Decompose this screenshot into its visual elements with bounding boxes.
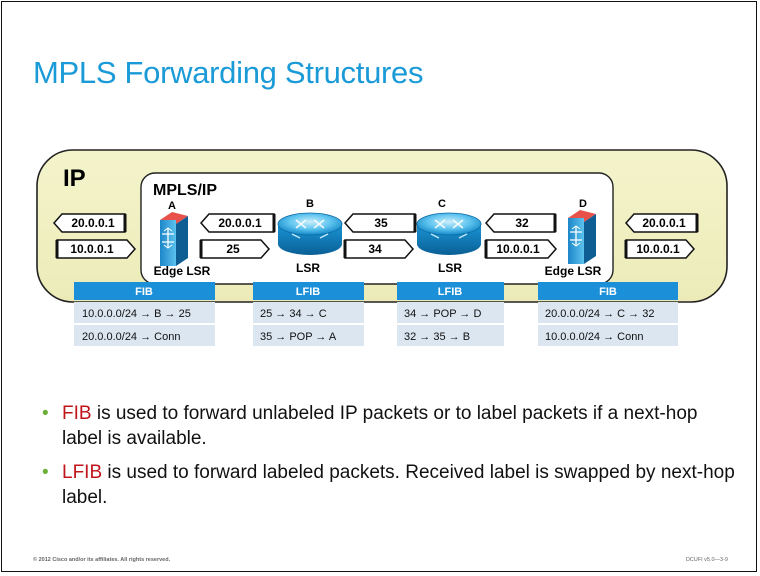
bullet-term: FIB: [62, 403, 92, 424]
svg-text:10.0.0.1: 10.0.0.1: [70, 242, 114, 256]
svg-text:20.0.0.1: 20.0.0.1: [218, 216, 262, 230]
bullet-dot-icon: •: [42, 403, 49, 424]
router-b-letter: B: [306, 198, 314, 210]
packet-left-bottom: 10.0.0.1: [55, 239, 137, 259]
svg-text:32 → 35 → B: 32 → 35 → B: [404, 331, 470, 343]
packet-cd-top: 32: [484, 213, 557, 233]
svg-text:20.0.0.0/24 → Conn: 20.0.0.0/24 → Conn: [82, 331, 180, 343]
fib-table-d: FIB 20.0.0.0/24 → C → 32 10.0.0.0/24 → C…: [538, 282, 678, 346]
svg-text:34 → POP → D: 34 → POP → D: [404, 308, 481, 320]
lfib-table-c: LFIB 34 → POP → D 32 → 35 → B: [397, 282, 504, 346]
packet-cd-bottom: 10.0.0.1: [484, 239, 558, 259]
bullet-list: • FIB is used to forward unlabeled IP pa…: [40, 401, 740, 519]
lsr-b-icon: [277, 212, 343, 255]
svg-text:10.0.0.1: 10.0.0.1: [636, 242, 680, 256]
svg-text:FIB: FIB: [599, 286, 617, 298]
ip-label: IP: [63, 165, 86, 192]
svg-text:LFIB: LFIB: [296, 286, 320, 298]
bullet-dot-icon: •: [42, 462, 49, 483]
router-c-letter: C: [438, 198, 446, 210]
mpls-label: MPLS/IP: [153, 182, 217, 199]
packet-bc-top: 35: [343, 213, 417, 233]
fib-table-a: FIB 10.0.0.0/24 → B → 25 20.0.0.0/24 → C…: [74, 282, 215, 346]
router-a-letter: A: [168, 200, 176, 212]
svg-text:32: 32: [515, 216, 529, 230]
bullet-text: is used to forward unlabeled IP packets …: [62, 403, 698, 449]
packet-right-bottom: 10.0.0.1: [624, 239, 696, 259]
lfib-table-b: LFIB 25 → 34 → C 35 → POP → A: [253, 282, 364, 346]
svg-text:34: 34: [368, 242, 382, 256]
svg-text:FIB: FIB: [135, 286, 153, 298]
svg-text:25 → 34 → C: 25 → 34 → C: [260, 308, 327, 320]
bullet-term: LFIB: [62, 462, 103, 483]
svg-text:20.0.0.1: 20.0.0.1: [71, 216, 115, 230]
svg-text:10.0.0.0/24 → B → 25: 10.0.0.0/24 → B → 25: [82, 308, 191, 320]
router-a-role: Edge LSR: [154, 264, 211, 278]
lsr-c-icon: [416, 212, 482, 255]
edge-lsr-d-icon: [568, 210, 596, 264]
footer-copyright: © 2012 Cisco and/or its affiliates. All …: [33, 557, 171, 563]
svg-text:20.0.0.1: 20.0.0.1: [642, 216, 686, 230]
slide-title: MPLS Forwarding Structures: [33, 55, 424, 90]
router-c-role: LSR: [438, 261, 462, 275]
edge-lsr-a-icon: [160, 212, 188, 266]
packet-ab-bottom: 25: [199, 239, 271, 259]
svg-text:10.0.0.0/24 → Conn: 10.0.0.0/24 → Conn: [545, 331, 643, 343]
svg-text:LFIB: LFIB: [438, 286, 462, 298]
svg-text:25: 25: [226, 242, 240, 256]
mpls-diagram: IP MPLS/IP A B C D Edge LSR LSR: [36, 149, 728, 346]
packet-ab-top: 20.0.0.1: [199, 213, 276, 233]
svg-text:20.0.0.0/24 → C → 32: 20.0.0.0/24 → C → 32: [545, 308, 654, 320]
svg-text:10.0.0.1: 10.0.0.1: [496, 242, 540, 256]
bullet-lfib: • LFIB is used to forward labeled packet…: [40, 460, 740, 510]
packet-right-top: 20.0.0.1: [624, 213, 699, 233]
svg-text:35: 35: [374, 216, 388, 230]
router-d-role: Edge LSR: [545, 264, 602, 278]
packet-bc-bottom: 34: [343, 239, 415, 259]
bullet-text: is used to forward labeled packets. Rece…: [62, 462, 735, 508]
bullet-fib: • FIB is used to forward unlabeled IP pa…: [40, 401, 740, 451]
svg-text:35 → POP → A: 35 → POP → A: [260, 331, 337, 343]
footer-course-code: DCUFI v5.0—3-9: [685, 557, 728, 563]
router-d-letter: D: [579, 198, 587, 210]
packet-left-top: 20.0.0.1: [52, 213, 127, 233]
router-b-role: LSR: [296, 261, 320, 275]
